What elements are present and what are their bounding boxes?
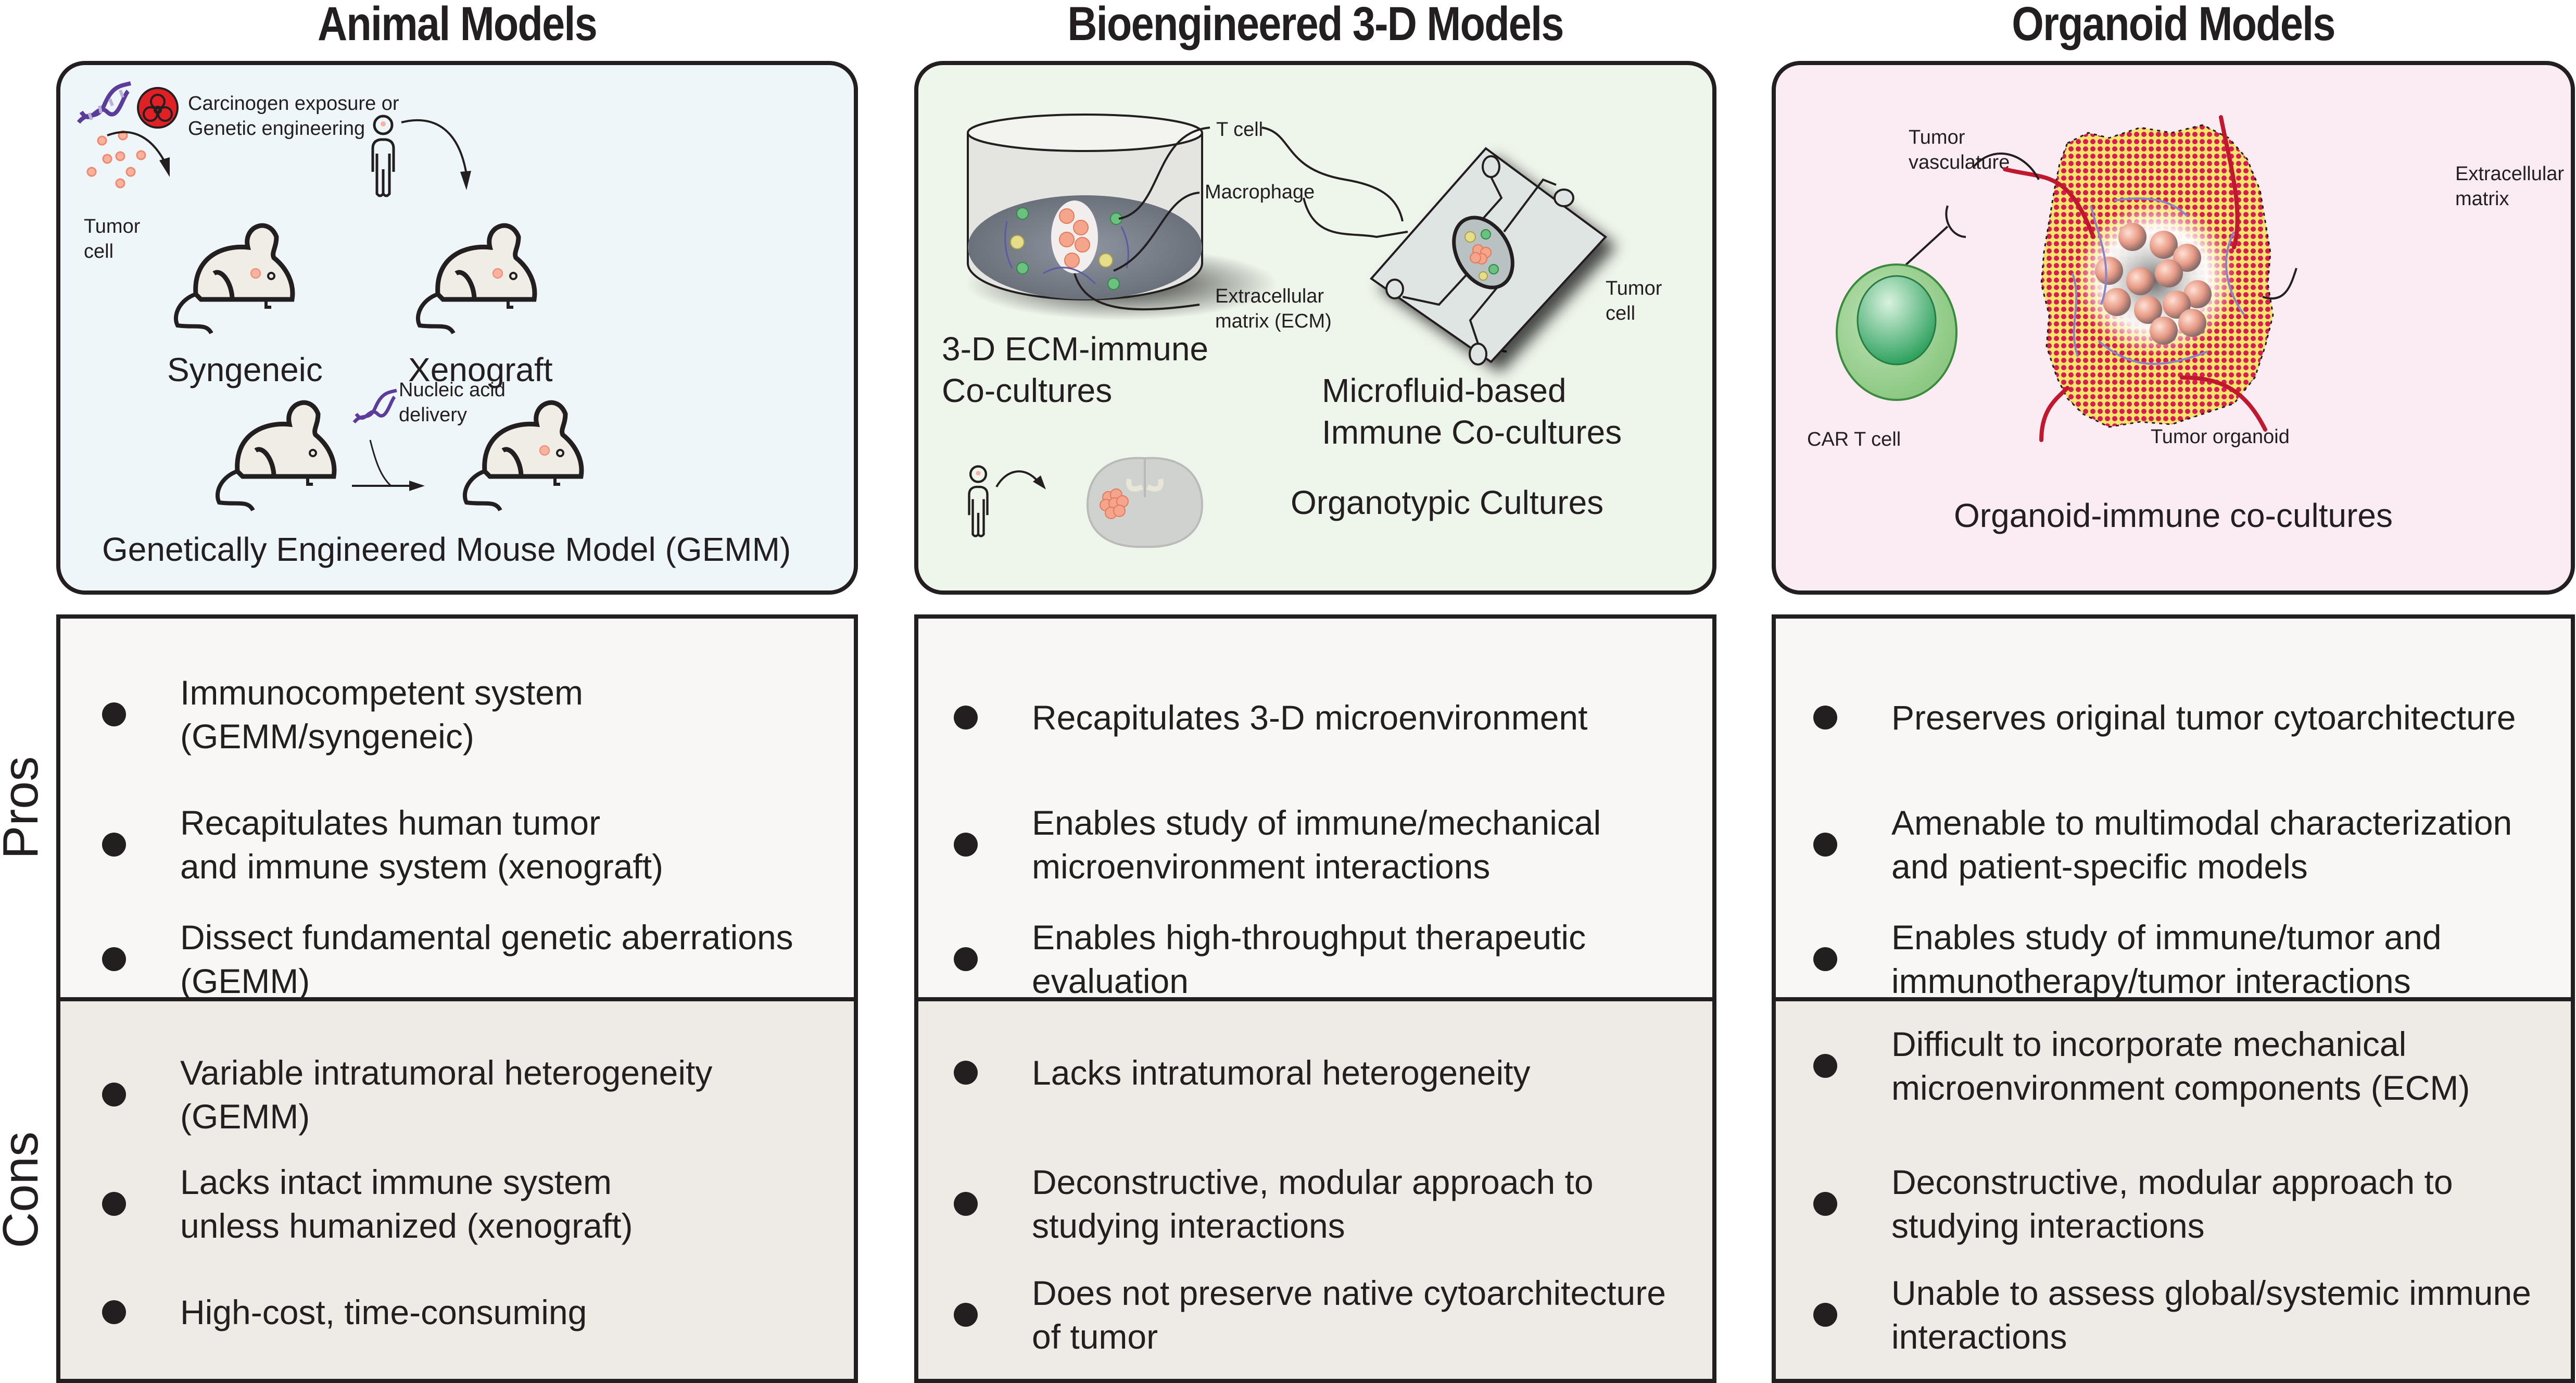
column-title-animal: Animal Models	[318, 0, 598, 51]
column-title-bioengineered: Bioengineered 3-D Models	[1067, 0, 1564, 51]
column-title-organoid: Organoid Models	[2012, 0, 2335, 51]
bullet-icon	[1813, 1303, 1837, 1327]
dna-icon	[77, 81, 131, 124]
bullet-icon	[1813, 833, 1837, 857]
bullet-icon	[954, 947, 978, 971]
cons-section: Lacks intratumoral heterogeneity Deconst…	[918, 1001, 1712, 1379]
bullet-icon	[954, 1192, 978, 1216]
syngeneic-label: Syngeneic	[167, 351, 323, 388]
bullet-icon	[954, 833, 978, 857]
human-icon	[371, 115, 395, 197]
bullet-icon	[1813, 706, 1837, 730]
mouse-icon	[173, 223, 295, 335]
pro-item: Preserves original tumor cytoarchitectur…	[1813, 696, 2560, 739]
pros-section: Preserves original tumor cytoarchitectur…	[1776, 619, 2571, 1001]
mouse-icon	[215, 400, 337, 512]
con-item: Variable intratumoral heterogeneity (GEM…	[102, 1051, 843, 1138]
con-item: High-cost, time-consuming	[102, 1290, 843, 1334]
bullet-icon	[102, 1083, 126, 1107]
organotypic-label: Organotypic Cultures	[1291, 484, 1604, 521]
nucleic-acid-label: Nucleic acid delivery	[399, 379, 506, 426]
gemm-label: Genetically Engineered Mouse Model (GEMM…	[102, 531, 791, 568]
bullet-icon	[102, 1300, 126, 1324]
bullet-icon	[102, 702, 126, 726]
organoid-pros-cons: Preserves original tumor cytoarchitectur…	[1772, 614, 2575, 1383]
animal-models-panel: Carcinogen exposure or Genetic engineeri…	[56, 61, 858, 595]
organoid-panel: Tumor vasculature	[1772, 61, 2575, 595]
cons-row-label: Cons	[0, 1131, 48, 1249]
car-t-cell-label: CAR T cell	[1807, 429, 1901, 450]
mouse-icon	[462, 400, 584, 512]
brain-slice-icon	[1086, 457, 1204, 548]
arrow-icon	[401, 119, 471, 190]
arrow-icon	[995, 470, 1046, 489]
culture-dish-icon	[965, 114, 1278, 320]
macrophage-label: Macrophage	[1205, 181, 1315, 203]
tumor-organoid-label: Tumor organoid	[2151, 426, 2290, 448]
bullet-icon	[954, 706, 978, 730]
tumor-cell-label: Tumor cell	[1606, 278, 1662, 324]
dna-icon	[352, 388, 397, 424]
human-icon	[968, 465, 989, 537]
arrow-icon	[107, 131, 170, 177]
mouse-icon	[415, 223, 537, 335]
ecm-immune-cocultures-label: 3-D ECM-immune Co-cultures	[942, 330, 1209, 409]
cons-section: Variable intratumoral heterogeneity (GEM…	[60, 1001, 854, 1379]
animal-pros-cons: Immunocompetent system(GEMM/syngeneic) R…	[56, 614, 858, 1383]
carcinogen-label: Carcinogen exposure or Genetic engineeri…	[188, 93, 399, 140]
con-item: Lacks intratumoral heterogeneity	[954, 1051, 1702, 1095]
organoid-caption: Organoid-immune co-cultures	[1954, 497, 2393, 534]
con-item: Does not preserve native cytoarchitectur…	[954, 1271, 1702, 1359]
pros-section: Immunocompetent system(GEMM/syngeneic) R…	[60, 619, 854, 1001]
bioengineered-pros-cons: Recapitulates 3-D microenvironment Enabl…	[914, 614, 1716, 1383]
biohazard-icon	[137, 87, 179, 129]
microfluid-cocultures-label: Microfluid-based Immune Co-cultures	[1322, 372, 1622, 451]
t-cell-label: T cell	[1216, 119, 1264, 141]
bullet-icon	[102, 1192, 126, 1216]
tumor-cell-label: Tumor cell	[84, 216, 141, 262]
pros-row-label: Pros	[0, 756, 48, 859]
xenograft-label: Xenograft	[408, 351, 553, 388]
bullet-icon	[954, 1303, 978, 1327]
bullet-icon	[102, 833, 126, 857]
pro-item: Dissect fundamental genetic aberrations(…	[102, 915, 843, 1003]
microfluidic-chip-icon	[1370, 147, 1607, 366]
arrow-icon	[352, 439, 425, 491]
ecm-label: Extracellular matrix	[2455, 163, 2565, 210]
bullet-icon	[1813, 947, 1837, 971]
bioengineered-panel: T cell Macrophage Extracellular matrix (…	[914, 61, 1716, 595]
bullet-icon	[1813, 1192, 1837, 1216]
ecm-label: Extracellular matrix (ECM)	[1215, 285, 1332, 332]
pros-section: Recapitulates 3-D microenvironment Enabl…	[918, 619, 1712, 1001]
pro-item: Recapitulates 3-D microenvironment	[954, 696, 1702, 739]
bullet-icon	[102, 947, 126, 971]
bullet-icon	[1813, 1054, 1837, 1078]
bullet-icon	[954, 1061, 978, 1085]
tumor-cells-icon	[86, 130, 146, 188]
pro-item: Immunocompetent system(GEMM/syngeneic)	[102, 671, 843, 758]
tumor-organoid-icon	[1836, 115, 2297, 442]
